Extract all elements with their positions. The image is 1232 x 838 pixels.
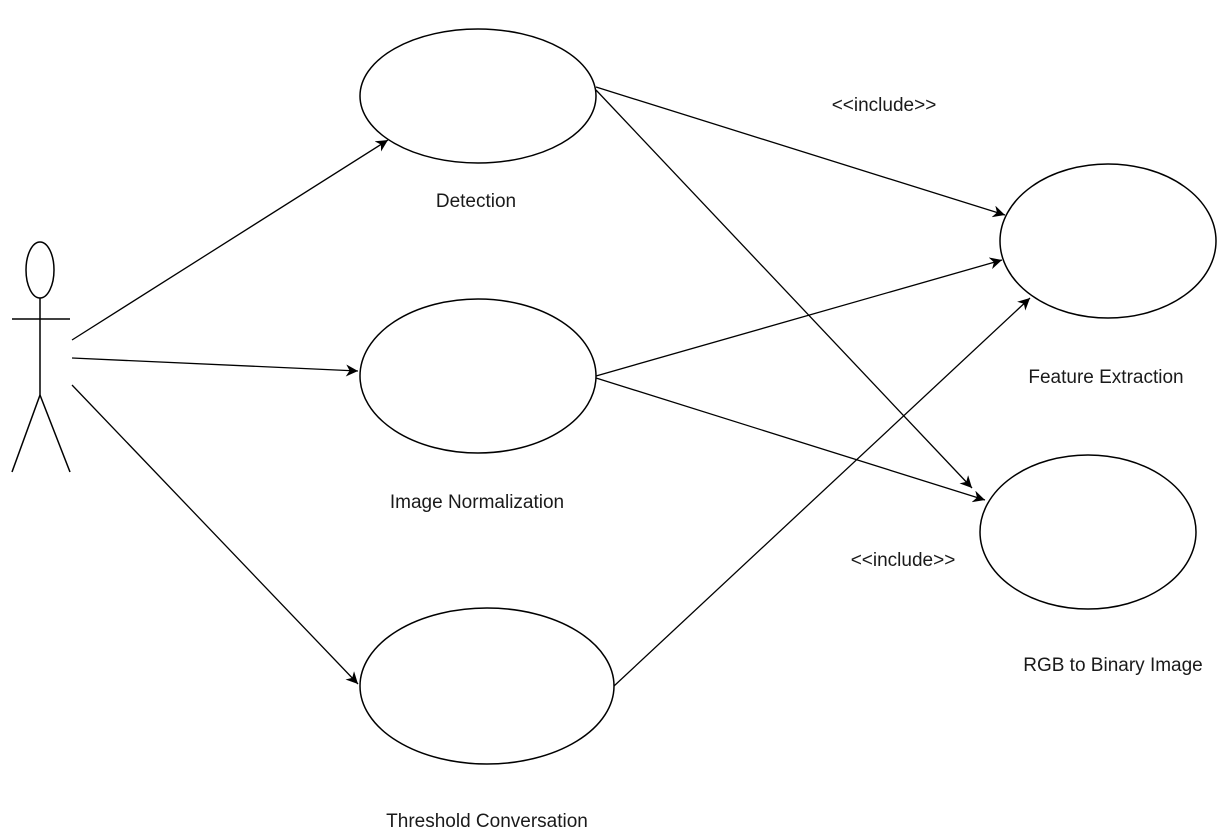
stereotype-include-bottom: <<include>>: [851, 550, 956, 571]
label-detection: Detection: [436, 191, 516, 212]
edge-normalization-to-feature-extraction: [595, 257, 1003, 377]
edge-detection-to-rgb-binary: [595, 89, 973, 489]
edge-actor-to-threshold-conversation: [71, 384, 359, 685]
actor-left-leg: [11, 394, 41, 473]
use-case-rgb-to-binary[interactable]: [979, 454, 1197, 610]
label-feature-extraction: Feature Extraction: [1028, 367, 1183, 388]
stereotype-include-top: <<include>>: [832, 95, 937, 116]
edge-normalization-to-rgb-binary: [595, 377, 986, 503]
use-case-image-normalization[interactable]: [359, 298, 597, 454]
actor-right-leg: [39, 394, 71, 473]
label-image-normalization: Image Normalization: [390, 492, 564, 513]
actor[interactable]: [11, 241, 71, 473]
edge-actor-to-detection: [71, 139, 389, 341]
edge-actor-to-image-normalization: [71, 357, 359, 377]
label-rgb-to-binary: RGB to Binary Image: [1023, 655, 1203, 676]
use-case-threshold-conversation[interactable]: [359, 607, 615, 765]
edge-threshold-to-feature-extraction: [613, 297, 1031, 687]
use-case-feature-extraction[interactable]: [999, 163, 1217, 319]
actor-head: [25, 241, 55, 299]
label-threshold-conversation: Threshold Conversation: [386, 811, 588, 832]
use-case-detection[interactable]: [359, 28, 597, 164]
edge-detection-to-feature-extraction: [595, 86, 1006, 218]
